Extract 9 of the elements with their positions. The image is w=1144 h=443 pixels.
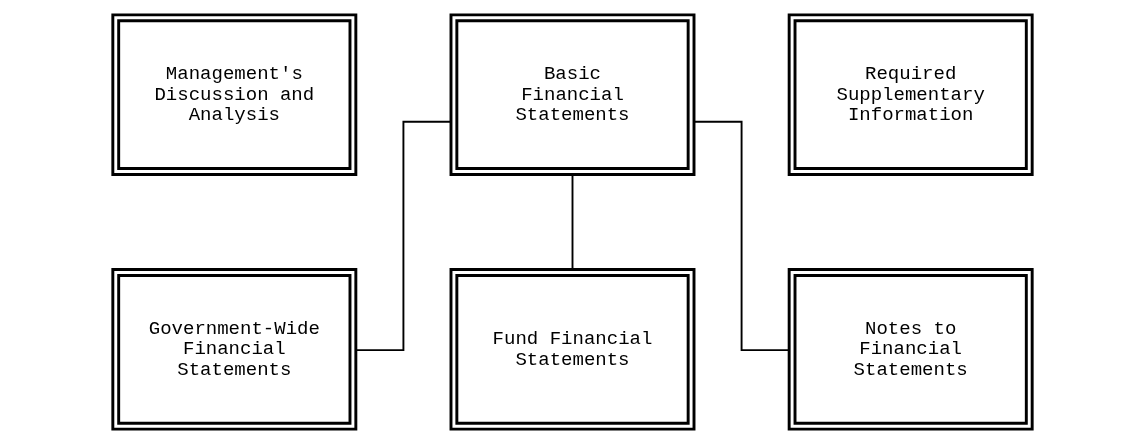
connector — [354, 120, 452, 351]
connector — [692, 120, 790, 351]
node-box: Required Supplementary Information — [787, 12, 1034, 176]
node-box: Notes to Financial Statements — [787, 267, 1034, 431]
connector — [571, 173, 573, 270]
node-box: Fund Financial Statements — [449, 267, 695, 431]
node-box: Government-Wide Financial Statements — [110, 267, 357, 431]
node-box: Management's Discussion and Analysis — [110, 12, 357, 176]
node-box: Basic Financial Statements — [449, 12, 695, 176]
